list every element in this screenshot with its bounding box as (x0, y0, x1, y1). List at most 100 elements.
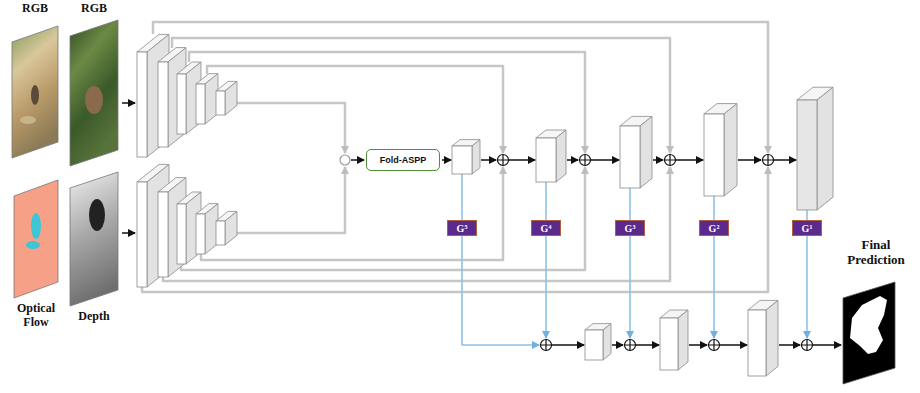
guidance-line (462, 174, 539, 345)
encoder-layer (137, 34, 169, 157)
encoder-layer (196, 204, 218, 254)
sum-circle (709, 340, 720, 351)
sum-symbol (541, 340, 552, 351)
cube-front (177, 204, 186, 264)
cube-front (196, 84, 205, 124)
cube-front (620, 126, 640, 188)
flow-arrow (689, 344, 707, 346)
sum-cross (763, 155, 774, 166)
decoder-feature (452, 140, 480, 174)
cube-front (660, 318, 678, 370)
flow-arrow (653, 159, 663, 161)
rgb-image (12, 26, 58, 158)
cube-side (724, 104, 737, 196)
skip-line (237, 103, 345, 153)
node-text: G⁴ (541, 223, 552, 234)
image-figure (31, 85, 39, 105)
flow-arrow (552, 344, 584, 346)
sum-symbol (763, 155, 774, 166)
flow-arrow (612, 344, 623, 346)
flow-arrow (774, 159, 796, 161)
sum-circle (580, 155, 591, 166)
module-box: Fold-ASPP (366, 149, 440, 171)
cube-side (168, 48, 186, 147)
cube-front (137, 182, 147, 287)
cube-side (640, 116, 652, 188)
skip-line (207, 66, 503, 153)
flow-arrow (442, 159, 451, 161)
input-label: Depth (69, 310, 119, 324)
sum-circle (625, 340, 636, 351)
refine-feature (660, 310, 688, 370)
cube-side (225, 211, 237, 245)
optical-flow-image (14, 180, 58, 298)
skip-line (172, 38, 670, 153)
cube-side (147, 34, 169, 157)
prediction-image (843, 282, 895, 384)
output-label: Final Prediction (837, 238, 915, 268)
node-text: G⁵ (457, 223, 468, 234)
encoder-layer (216, 81, 237, 115)
flow-arrow (567, 159, 578, 161)
sum-symbol (802, 340, 813, 351)
node-text: Fold-ASPP (380, 155, 427, 165)
flow-arrow (738, 159, 761, 161)
cube-front (137, 52, 147, 157)
encoder-layer (158, 48, 186, 147)
sum-circle (665, 155, 676, 166)
cube-side (472, 140, 480, 174)
cube-side (168, 178, 186, 277)
image-figure (85, 86, 103, 114)
skip-line (163, 167, 670, 281)
decoder-feature (797, 87, 833, 210)
sum-symbol (709, 340, 720, 351)
sum-circle (541, 340, 552, 351)
skip-line (237, 167, 345, 233)
skip-line (201, 167, 503, 260)
cube-front (748, 310, 766, 376)
guidance-box: G¹ (792, 220, 822, 236)
refine-feature (585, 324, 611, 360)
encoder-layer (137, 164, 169, 287)
encoder-layer (216, 211, 237, 245)
cube-front (177, 74, 186, 134)
flow-arrow (509, 159, 535, 161)
cube-front (216, 91, 225, 115)
sum-cross (498, 155, 509, 166)
cube-front (585, 330, 603, 360)
cube-side (817, 87, 833, 210)
sum-cross (802, 340, 813, 351)
sum-symbol (665, 155, 676, 166)
cube-front (536, 138, 556, 182)
sum-cross (709, 340, 720, 351)
sum-cross (580, 155, 591, 166)
flow-blob (26, 241, 40, 249)
sum-symbol (498, 155, 509, 166)
illustration (12, 20, 895, 384)
sum-symbol (625, 340, 636, 351)
node-text: G³ (625, 223, 636, 234)
concat-circle (340, 155, 350, 165)
cube-side (766, 300, 778, 376)
cube-side (225, 81, 237, 115)
rgb-image (70, 20, 118, 166)
guidance-box: G⁵ (447, 220, 477, 236)
cube-front (158, 62, 168, 147)
decoder-feature (536, 130, 566, 182)
guidance-box: G² (699, 220, 729, 236)
flow-arrow (481, 159, 496, 161)
guidance-line (713, 196, 715, 338)
sum-cross (665, 155, 676, 166)
guidance-line (629, 188, 631, 338)
guidance-box: G³ (615, 220, 645, 236)
input-arrow (122, 232, 135, 234)
decoder-feature (620, 116, 652, 188)
guidance-line (545, 182, 547, 338)
flow-arrow (720, 344, 747, 346)
sum-symbol (580, 155, 591, 166)
sum-circle (802, 340, 813, 351)
input-label: RGB (10, 2, 60, 16)
cube-front (158, 192, 168, 277)
